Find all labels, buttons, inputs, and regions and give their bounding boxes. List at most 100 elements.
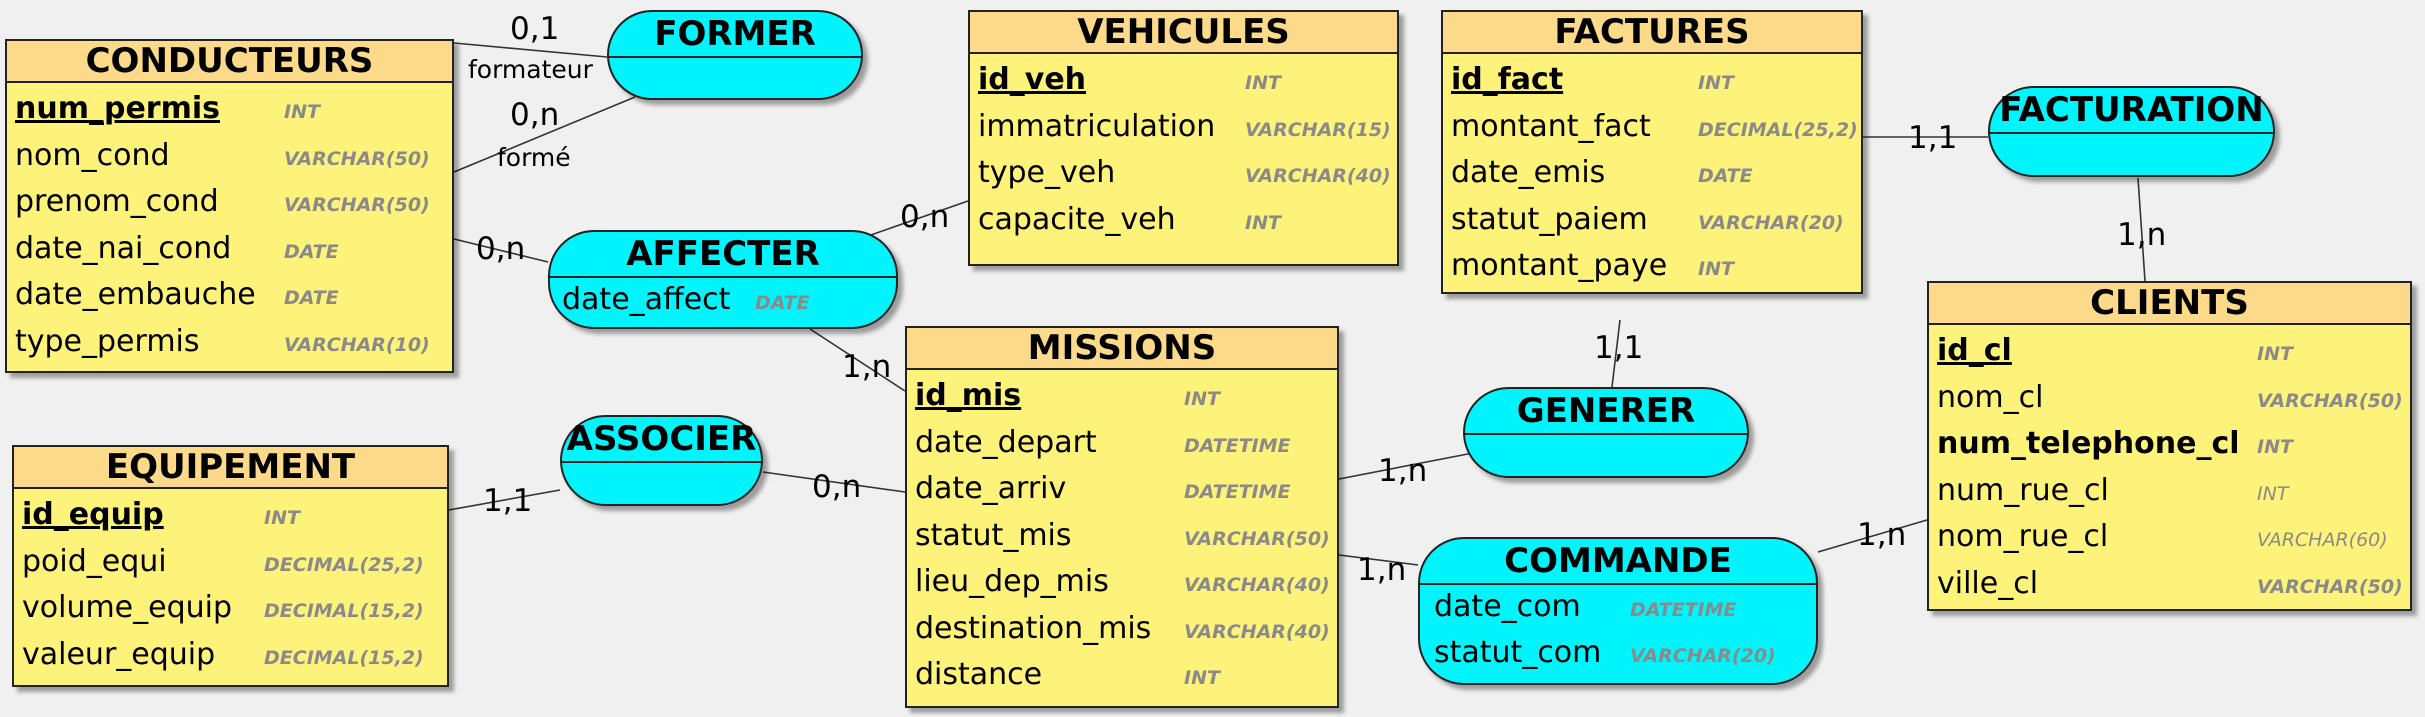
- attribute-name: date_depart: [915, 424, 1097, 460]
- cardinality-generer-missions: 1,n: [1378, 453, 1428, 489]
- attribute-type: INT: [1698, 72, 1734, 94]
- attribute-type: INT: [1184, 667, 1220, 689]
- association-generer-title: GENERER: [1465, 389, 1747, 435]
- association-commande-title: COMMANDE: [1420, 539, 1816, 585]
- attribute-name: date_embauche: [15, 277, 256, 312]
- link-generer-factures: [1611, 319, 1621, 388]
- entity-factures-title: FACTURES: [1443, 12, 1861, 54]
- attribute-type: VARCHAR(50): [284, 194, 430, 216]
- attribute-type: DATE: [284, 287, 339, 309]
- cardinality-associer-equipement: 1,1: [483, 483, 533, 519]
- attribute-type: DATETIME: [1184, 434, 1291, 457]
- attribute-name: statut_paiem: [1451, 201, 1648, 237]
- primary-key-name: id_veh: [978, 62, 1087, 97]
- attribute-type: DATE: [755, 292, 810, 314]
- primary-key-name: id_fact: [1451, 62, 1564, 97]
- attribute-name: poid_equi: [22, 543, 167, 579]
- attribute-type: DATE: [1698, 165, 1753, 187]
- cardinality-associer-missions: 0,n: [812, 469, 862, 505]
- attribute-row: montant_fact DECIMAL(25,2): [1443, 105, 1861, 152]
- attribute-type: DATETIME: [1184, 481, 1291, 503]
- attribute-type: DECIMAL(25,2): [264, 553, 424, 576]
- attribute-type: INT: [1698, 258, 1734, 280]
- attribute-row: id_fact INT: [1443, 58, 1861, 105]
- entity-clients-title: CLIENTS: [1929, 283, 2410, 325]
- attribute-row: num_permis INT: [7, 87, 452, 134]
- link-affecter-vehicules: [867, 200, 969, 237]
- attribute-name: num_rue_cl: [1937, 472, 2109, 508]
- attribute-name: type_permis: [15, 323, 200, 359]
- cardinality-affecter-vehicules: 0,n: [900, 199, 950, 235]
- cardinality-facturation-factures: 1,1: [1908, 120, 1958, 156]
- attribute-name: statut_mis: [915, 517, 1072, 553]
- attribute-name: montant_fact: [1451, 108, 1651, 144]
- attribute-name: num_telephone_cl: [1937, 426, 2240, 461]
- attribute-row: statut_com VARCHAR(20): [1420, 631, 1816, 677]
- attribute-type: DECIMAL(25,2): [1698, 118, 1858, 141]
- attribute-type: VARCHAR(50): [1184, 527, 1330, 550]
- cardinality-generer-factures: 1,1: [1594, 330, 1644, 366]
- attribute-type: VARCHAR(60): [2257, 529, 2388, 551]
- attribute-name: lieu_dep_mis: [915, 564, 1109, 599]
- cardinality-affecter-missions: 1,n: [842, 349, 892, 385]
- attribute-row: date_emis DATE: [1443, 151, 1861, 198]
- attribute-type: DECIMAL(15,2): [264, 600, 424, 622]
- association-former-title: FORMER: [609, 12, 861, 58]
- attribute-row: lieu_dep_mis VARCHAR(40): [907, 560, 1337, 607]
- association-associer[interactable]: ASSOCIER: [560, 415, 763, 506]
- attribute-row: date_affect DATE: [550, 278, 896, 326]
- attribute-name: capacite_veh: [978, 201, 1176, 237]
- attribute-name: prenom_cond: [15, 184, 219, 219]
- attribute-row: statut_mis VARCHAR(50): [907, 514, 1337, 561]
- attribute-type: DECIMAL(15,2): [264, 646, 424, 669]
- attribute-type: VARCHAR(40): [1184, 574, 1330, 596]
- attribute-type: INT: [1245, 72, 1281, 94]
- cardinality-facturation-clients: 1,n: [2117, 217, 2167, 253]
- attribute-name: date_emis: [1451, 155, 1606, 190]
- attribute-type: INT: [264, 507, 300, 529]
- association-generer[interactable]: GENERER: [1463, 387, 1749, 478]
- primary-key-name: num_permis: [15, 91, 220, 126]
- cardinality-commande-clients: 1,n: [1857, 517, 1907, 553]
- association-facturation[interactable]: FACTURATION: [1988, 86, 2275, 177]
- link-former-forme: [453, 96, 636, 173]
- link-generer-missions: [1338, 452, 1474, 480]
- attribute-row: montant_paye INT: [1443, 244, 1861, 291]
- attribute-name: nom_cl: [1937, 379, 2044, 415]
- cardinality-former-forme: 0,n: [510, 97, 560, 133]
- link-affecter-conducteurs: [453, 238, 549, 263]
- attribute-type: INT: [2257, 436, 2293, 458]
- attribute-type: VARCHAR(20): [1630, 645, 1776, 667]
- attribute-row: volume_equip DECIMAL(15,2): [14, 586, 447, 633]
- association-affecter[interactable]: AFFECTER date_affect DATE: [548, 230, 898, 329]
- attribute-row: prenom_cond VARCHAR(50): [7, 180, 452, 227]
- association-commande[interactable]: COMMANDE date_com DATETIME statut_com VA…: [1418, 537, 1818, 685]
- attribute-name: date_affect: [562, 282, 731, 317]
- attribute-name: volume_equip: [22, 590, 233, 625]
- association-affecter-title: AFFECTER: [550, 232, 896, 278]
- attribute-name: montant_paye: [1451, 248, 1668, 283]
- association-facturation-title: FACTURATION: [1990, 88, 2273, 134]
- attribute-type: INT: [284, 101, 320, 123]
- role-forme: formé: [497, 143, 571, 172]
- link-facturation-clients: [2137, 177, 2146, 282]
- attribute-type: DATE: [284, 240, 339, 263]
- association-former[interactable]: FORMER: [607, 10, 863, 100]
